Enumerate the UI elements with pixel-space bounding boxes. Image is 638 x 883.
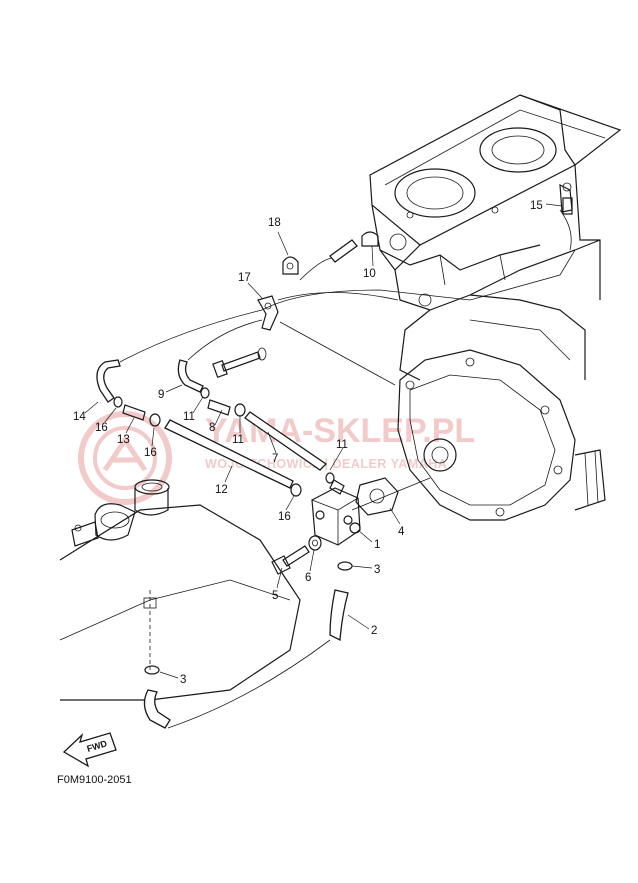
callout-13: 13 bbox=[117, 434, 130, 446]
bolt-upper bbox=[212, 347, 267, 379]
callout-11-b: 11 bbox=[232, 434, 244, 446]
callout-5: 5 bbox=[272, 590, 278, 602]
callout-2: 2 bbox=[371, 625, 377, 637]
engine-block bbox=[369, 94, 622, 381]
diagram-code: F0M9100-2051 bbox=[57, 774, 132, 786]
side-cover bbox=[397, 349, 606, 521]
callout-14: 14 bbox=[73, 411, 86, 423]
clip-10 bbox=[361, 231, 379, 247]
callout-labels: 1 2 3 3 4 5 6 7 8 9 10 11 11 11 12 13 14… bbox=[73, 200, 543, 686]
fwd-arrow: FWD bbox=[62, 732, 117, 768]
part-15 bbox=[562, 197, 573, 215]
oil-tank bbox=[59, 479, 301, 701]
callout-15: 15 bbox=[530, 200, 543, 212]
fwd-arrow-icon bbox=[62, 732, 117, 768]
callout-4: 4 bbox=[398, 526, 405, 538]
hoses bbox=[96, 239, 358, 729]
gasket-4 bbox=[355, 477, 399, 516]
washer-6 bbox=[308, 535, 322, 551]
callout-1: 1 bbox=[374, 539, 380, 551]
oil-pump bbox=[311, 479, 361, 546]
callout-11-a: 11 bbox=[183, 411, 195, 423]
bracket-17 bbox=[257, 295, 279, 331]
callout-18: 18 bbox=[268, 217, 281, 229]
fittings bbox=[113, 387, 335, 497]
callout-17: 17 bbox=[238, 272, 251, 284]
callout-11-c: 11 bbox=[336, 439, 348, 451]
clip-18 bbox=[282, 256, 299, 275]
callout-10: 10 bbox=[363, 268, 376, 280]
callout-16-b: 16 bbox=[144, 447, 157, 459]
callout-3-upper: 3 bbox=[374, 564, 380, 576]
clamps-3 bbox=[144, 561, 353, 675]
leader-lines bbox=[84, 203, 563, 679]
callout-16-c: 16 bbox=[278, 511, 291, 523]
callout-8: 8 bbox=[209, 422, 215, 434]
callout-6: 6 bbox=[305, 572, 311, 584]
callout-16-a: 16 bbox=[95, 422, 108, 434]
callout-3-lower: 3 bbox=[180, 674, 186, 686]
bolt-5 bbox=[271, 545, 310, 575]
watermark-logo-inner bbox=[93, 426, 157, 490]
callout-12: 12 bbox=[215, 484, 228, 496]
watermark-logo-mark bbox=[102, 435, 148, 472]
callout-9: 9 bbox=[158, 389, 164, 401]
callout-7: 7 bbox=[272, 453, 278, 465]
